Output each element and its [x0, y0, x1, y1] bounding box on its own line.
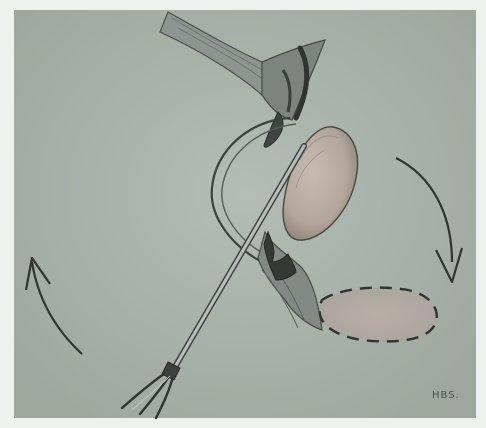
artist-signature: HBS.: [432, 390, 460, 401]
lens-target-outline: [320, 288, 437, 342]
